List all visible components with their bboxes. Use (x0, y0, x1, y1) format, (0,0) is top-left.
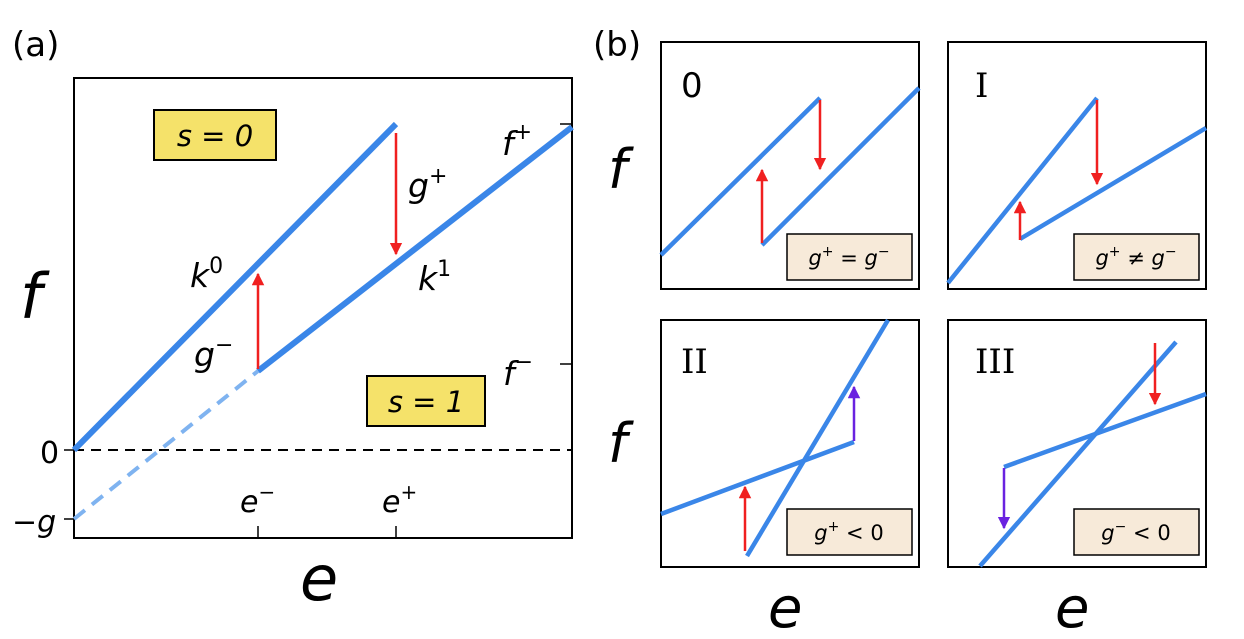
case-iii-branch-k0 (978, 340, 1178, 568)
case-i-frame (947, 41, 1207, 290)
case-iii-branch-k1 (1003, 391, 1207, 470)
k1-label: k1 (418, 257, 451, 298)
case-0-condition: g+ = g− (808, 244, 889, 270)
case-ii-panel: II g+ < 0 (660, 318, 920, 568)
panel-a-frame (73, 77, 573, 539)
case-iii-panel: III g− < 0 (947, 319, 1207, 568)
case-i-branch-k1 (1018, 126, 1208, 241)
case-ii-branch-k1 (660, 439, 855, 517)
case-0-branch-k1 (760, 86, 921, 247)
case-0-id: 0 (681, 66, 703, 106)
case-0-frame (660, 41, 920, 290)
case-iii-condition: g− < 0 (1101, 519, 1170, 545)
state-box-s0 (153, 109, 277, 161)
case-ii-frame (660, 319, 920, 568)
case-iii-id: III (975, 342, 1015, 382)
case-ii-id: II (681, 342, 708, 382)
case-i-id: I (975, 66, 988, 106)
case-iii-condition-box (1073, 508, 1200, 556)
case-i-condition-box (1073, 233, 1200, 281)
case-0-panel: 0 g+ = g− (659, 41, 921, 290)
panel-a-label: (a) (12, 25, 59, 65)
neg-g-label: −g (12, 505, 56, 540)
zero-label: 0 (40, 436, 59, 471)
panel-b-label: (b) (593, 25, 641, 65)
case-ii-condition: g+ < 0 (814, 519, 883, 545)
fplus-label: f+ (502, 120, 532, 163)
axis-e-right-label: e (1055, 576, 1089, 639)
axis-e-left-label: e (768, 576, 802, 639)
case-ii-branch-k0 (745, 318, 890, 558)
axis-f-label: f (20, 260, 50, 333)
axis-f-top-label: f (608, 138, 634, 201)
case-i-branch-k0 (946, 96, 1099, 285)
case-0-condition-box (786, 233, 913, 281)
case-ii-condition-box (786, 508, 913, 556)
case-i-panel: I g+ ≠ g− (946, 41, 1208, 290)
state-label-s0: s = 0 (177, 119, 253, 153)
branch-k1-extension (72, 369, 260, 521)
eminus-label: e− (240, 480, 275, 520)
state-box-s1 (366, 375, 486, 427)
gminus-label: g− (194, 333, 233, 374)
gplus-label: g+ (408, 164, 447, 205)
axis-e-label: e (300, 542, 338, 615)
case-i-condition: g+ ≠ g− (1095, 244, 1176, 270)
fminus-label: f− (503, 350, 533, 393)
eplus-label: e+ (382, 480, 417, 520)
state-label-s1: s = 1 (388, 385, 464, 419)
axis-f-bottom-label: f (608, 412, 634, 475)
branch-k0-line (71, 121, 399, 453)
case-iii-frame (947, 319, 1207, 568)
k0-label: k0 (190, 254, 223, 295)
case-0-branch-k0 (659, 96, 822, 257)
branch-k1-line (256, 124, 574, 374)
